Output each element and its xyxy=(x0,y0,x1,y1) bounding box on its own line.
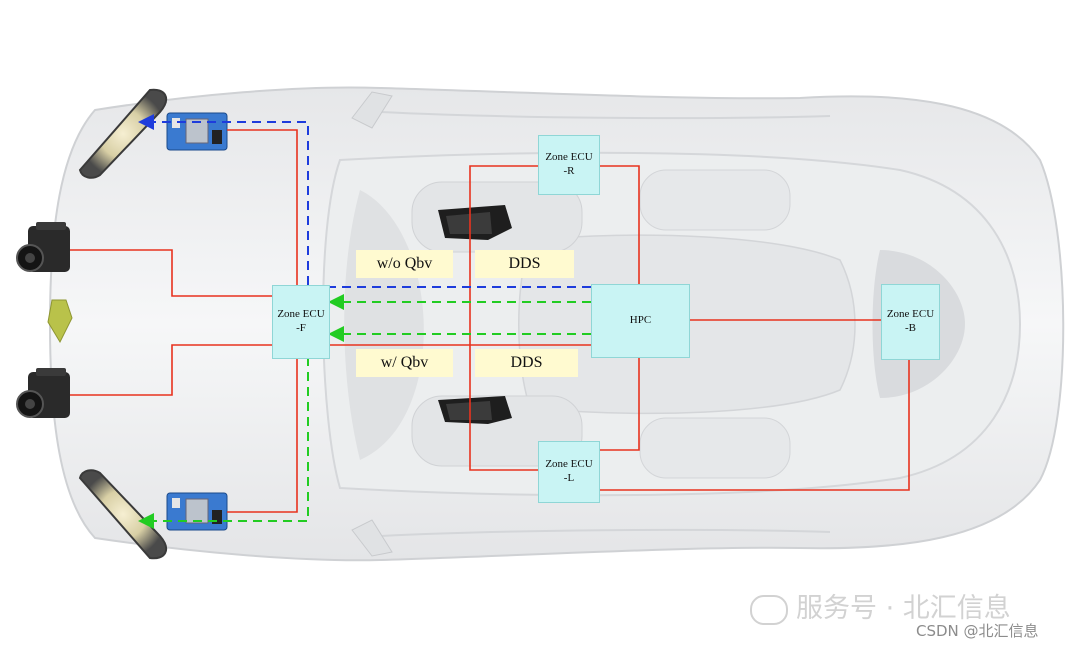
zone-ecu-r-line2: -R xyxy=(563,165,575,177)
zone-ecu-f-line1: Zone ECU xyxy=(277,308,325,321)
wire-camera-top-to-zone-f xyxy=(70,249,272,297)
mirror-bottom-icon xyxy=(438,396,512,424)
wechat-watermark: 服务号 · 北汇信息 xyxy=(750,586,1011,625)
csdn-watermark: CSDN @北汇信息 xyxy=(916,622,1039,640)
label-dds-bottom: DDS xyxy=(475,349,578,377)
headlight-left xyxy=(78,88,168,179)
zone-ecu-l-line2: -L xyxy=(563,472,575,484)
headlight-right xyxy=(78,469,168,560)
zone-ecu-l-box: Zone ECU -L xyxy=(538,441,600,503)
camera-bottom-icon xyxy=(16,368,70,418)
car-logo-icon xyxy=(47,299,73,344)
camera-top-icon xyxy=(16,222,70,272)
hpc-label: HPC xyxy=(629,314,652,327)
blue-dashed-path xyxy=(138,114,591,288)
green-dashed-path-3 xyxy=(138,357,309,529)
zone-ecu-b-line1: Zone ECU xyxy=(886,308,935,321)
wechat-icon xyxy=(750,594,788,625)
mirror-top-icon xyxy=(438,205,512,240)
wire-zone-r-to-hpc xyxy=(598,165,640,284)
board-top-icon xyxy=(166,112,228,151)
wire-zone-b-to-zone-l xyxy=(598,357,910,491)
wire-hpc-to-zone-l xyxy=(598,356,640,451)
wiring xyxy=(70,129,910,513)
zone-ecu-r-line1: Zone ECU xyxy=(545,151,593,164)
wire-board-bottom-to-zone-f xyxy=(227,357,298,513)
wire-camera-bottom-to-zone-f xyxy=(70,344,272,396)
zone-ecu-f-box: Zone ECU -F xyxy=(272,285,330,359)
board-bottom-icon xyxy=(166,492,228,531)
label-wo-qbv: w/o Qbv xyxy=(356,250,453,278)
dashed-paths xyxy=(138,114,591,529)
zone-ecu-l-line1: Zone ECU xyxy=(545,458,593,471)
wire-zone-r-to-zone-l xyxy=(469,165,538,471)
hpc-box: HPC xyxy=(591,284,690,358)
zone-ecu-r-box: Zone ECU -R xyxy=(538,135,600,195)
zone-ecu-f-line2: -F xyxy=(296,322,306,334)
zone-ecu-b-line2: -B xyxy=(905,322,916,334)
zone-ecu-b-box: Zone ECU -B xyxy=(881,284,940,360)
label-w-qbv: w/ Qbv xyxy=(356,349,453,377)
wechat-watermark-text: 服务号 · 北汇信息 xyxy=(796,593,1011,624)
label-dds-top: DDS xyxy=(475,250,574,278)
wire-board-top-to-zone-f xyxy=(227,129,298,285)
